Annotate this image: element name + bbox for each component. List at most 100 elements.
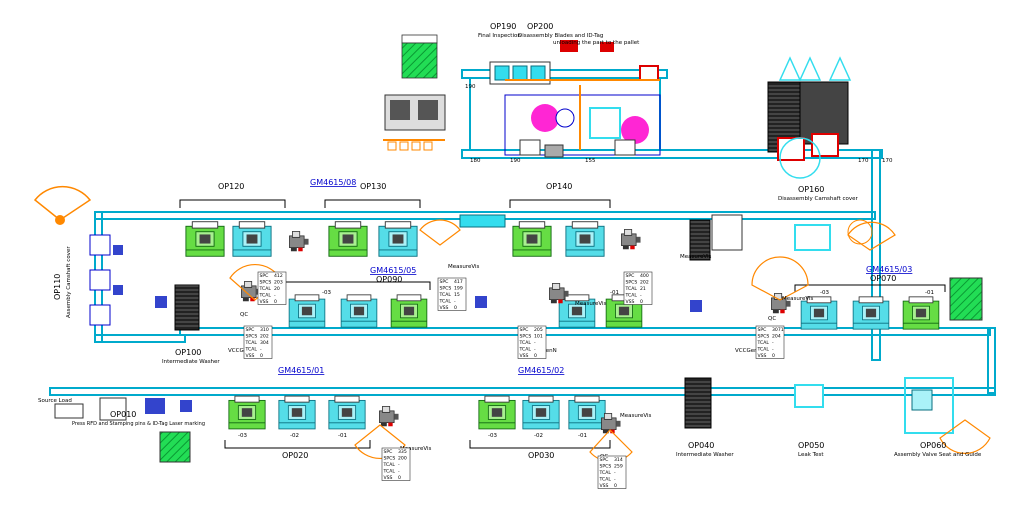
spc-value: - [640, 294, 642, 299]
spc-key: TCAL [439, 299, 452, 305]
sub-position: -01 [610, 290, 619, 296]
spc-key: TCAL [519, 347, 532, 353]
spc-key: SPCS [246, 334, 258, 340]
cell-gm08[interactable]: GM4615/08 [310, 178, 356, 187]
op190-code: OP190 [490, 22, 516, 31]
station-number: 190 [465, 84, 476, 90]
spc-value: 15 [454, 292, 460, 298]
spc-value: - [274, 294, 276, 299]
small-labels: MeasureVis MeasureVis MeasureVis Measure… [228, 84, 934, 460]
spc-value: 310 [260, 327, 269, 333]
spc-key: TCAL [599, 477, 612, 483]
spc-value: - [534, 348, 536, 353]
row3-stations [54, 377, 954, 463]
cell-gm05[interactable]: GM4615/05 [370, 266, 416, 275]
spc-value: 304 [260, 340, 269, 346]
spc-key: SPCS [600, 464, 612, 470]
spc-value: - [614, 471, 616, 476]
spc-key: VSS [384, 475, 393, 481]
spc-key: VSS [520, 353, 529, 359]
row1-brackets [179, 199, 611, 208]
spc-key: TCAL [519, 340, 532, 346]
op040-code: OP040 [688, 441, 714, 450]
vcc-label: VCCGenN [228, 348, 255, 354]
cell-gm02[interactable]: GM4615/02 [518, 366, 564, 375]
spc-key: SPCS [626, 280, 638, 286]
cell-gm03[interactable]: GM4615/03 [866, 265, 912, 274]
row2-stations [155, 277, 983, 331]
spc-value: 0 [640, 299, 643, 305]
spc-value: - [398, 463, 400, 468]
spc-key: TCAL [245, 340, 258, 346]
op100-code: OP100 [175, 348, 201, 357]
spc-value: 417 [454, 279, 463, 285]
qc-label: QC [240, 312, 248, 318]
spc-value: 204 [772, 334, 781, 340]
op-labels: OP190 Final Inspection OP200 Disassembly… [38, 22, 982, 460]
op200-code: OP200 [527, 22, 553, 31]
station-number: 190 [510, 158, 521, 164]
spc-value: 259 [614, 464, 623, 470]
spc-key: TCAL [383, 469, 396, 475]
op070-code: OP070 [870, 274, 896, 283]
op110-desc: Assembly Camshaft cover [66, 246, 72, 318]
sub-position: -01 [925, 290, 934, 296]
spc-value: 314 [614, 457, 623, 463]
op020-code: OP020 [282, 451, 308, 460]
qc-label: QC [768, 316, 776, 322]
source-load: Source Load [38, 398, 72, 404]
spc-value: 400 [640, 273, 649, 279]
spc-key: SPCS [520, 334, 532, 340]
station-number: 155 [585, 158, 596, 164]
op090-code: OP090 [376, 275, 402, 284]
spc-value: 0 [398, 475, 401, 481]
spc-value: 203 [274, 280, 283, 286]
op010-desc: Press RFD and Stamping pins & ID-Tag Las… [72, 421, 205, 427]
spc-key: TCAL [259, 293, 272, 299]
spc-value: 0 [274, 299, 277, 305]
row1-stations [185, 214, 873, 261]
op050-code: OP050 [798, 441, 824, 450]
spc-key: TCAL [757, 340, 770, 346]
op010-code: OP010 [110, 410, 136, 419]
spc-key: TCAL [625, 293, 638, 299]
spc-value: 199 [454, 286, 463, 292]
op160-block [767, 81, 849, 179]
spc-value: - [260, 348, 262, 353]
sub-position: -01 [338, 433, 347, 439]
spc-key: TCAL [383, 462, 396, 468]
unload-note: unloading the part to the pallet [553, 40, 640, 46]
spc-value: 202 [260, 334, 269, 340]
op120-code: OP120 [218, 182, 244, 191]
op110-code: OP110 [53, 274, 62, 300]
spc-key: SPCS [758, 334, 770, 340]
spc-key: SPC [260, 273, 269, 279]
spc-key: SPC [520, 327, 529, 333]
sub-position: -01 [578, 433, 587, 439]
spc-value: 3071 [772, 327, 784, 333]
measure-label: MeasureVis [400, 446, 432, 452]
spc-key: VSS [260, 299, 269, 305]
spc-key: VSS [600, 483, 609, 489]
spc-value: 0 [614, 483, 617, 489]
op050-desc: Leak Test [798, 452, 824, 458]
spc-key: VSS [758, 353, 767, 359]
spc-value: 101 [534, 334, 543, 340]
spc-value: 205 [534, 327, 543, 333]
spc-value: 20 [274, 286, 280, 292]
robot-cell-small [383, 94, 446, 151]
cell-gm01[interactable]: GM4615/01 [278, 366, 324, 375]
station-number: 180 [470, 158, 481, 164]
vcc-label: VCCGenN [735, 348, 762, 354]
op160-desc: Disassembly Camshaft cover [778, 196, 859, 202]
spc-key: SPC [600, 457, 609, 463]
spc-key: TCAL [757, 347, 770, 353]
op100-desc: Intermediate Washer [162, 359, 220, 365]
row3-brackets [224, 440, 611, 449]
